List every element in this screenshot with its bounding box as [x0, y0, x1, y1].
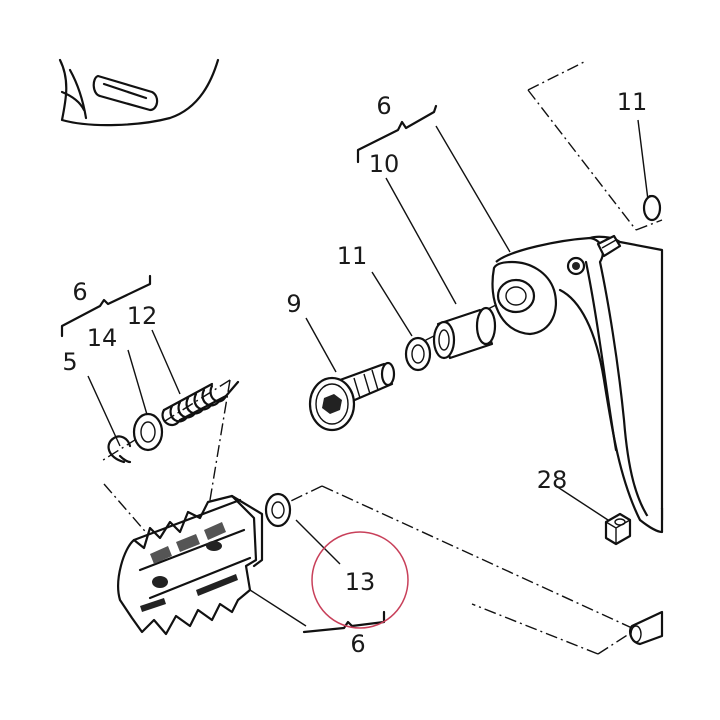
spring-12	[161, 380, 240, 427]
bracket-left-6	[60, 274, 152, 338]
nut-28	[604, 512, 632, 546]
shoulder-bolt-9	[308, 361, 396, 432]
brake-pedal-lever	[491, 194, 664, 646]
callout-labels: 6 10 11 11 9 6 14 12 5 28 13 6	[62, 88, 647, 658]
callout-11-top: 11	[617, 88, 648, 116]
callout-12: 12	[127, 302, 158, 330]
washer-11-middle	[404, 336, 432, 372]
callout-6-bottom: 6	[350, 630, 365, 658]
callout-11-middle: 11	[337, 242, 368, 270]
callout-28: 28	[537, 466, 568, 494]
leader-lines	[87, 119, 649, 627]
frame-fragment	[58, 58, 220, 127]
bracket-bottom-6	[302, 610, 386, 634]
washer-13	[264, 492, 292, 528]
bracket-top-6	[356, 104, 438, 164]
washer-11-top	[642, 194, 662, 222]
callout-6-left: 6	[72, 278, 87, 306]
callout-10: 10	[369, 150, 400, 178]
callout-6-top: 6	[376, 92, 391, 120]
bushing-10	[432, 306, 497, 360]
callout-5: 5	[62, 348, 77, 376]
washer-14	[132, 412, 164, 452]
clip-5	[107, 435, 132, 464]
footpeg	[117, 494, 264, 636]
callout-9: 9	[286, 290, 301, 318]
highlight-circle	[311, 531, 409, 629]
callout-14: 14	[87, 324, 118, 352]
callout-13: 13	[345, 568, 376, 596]
